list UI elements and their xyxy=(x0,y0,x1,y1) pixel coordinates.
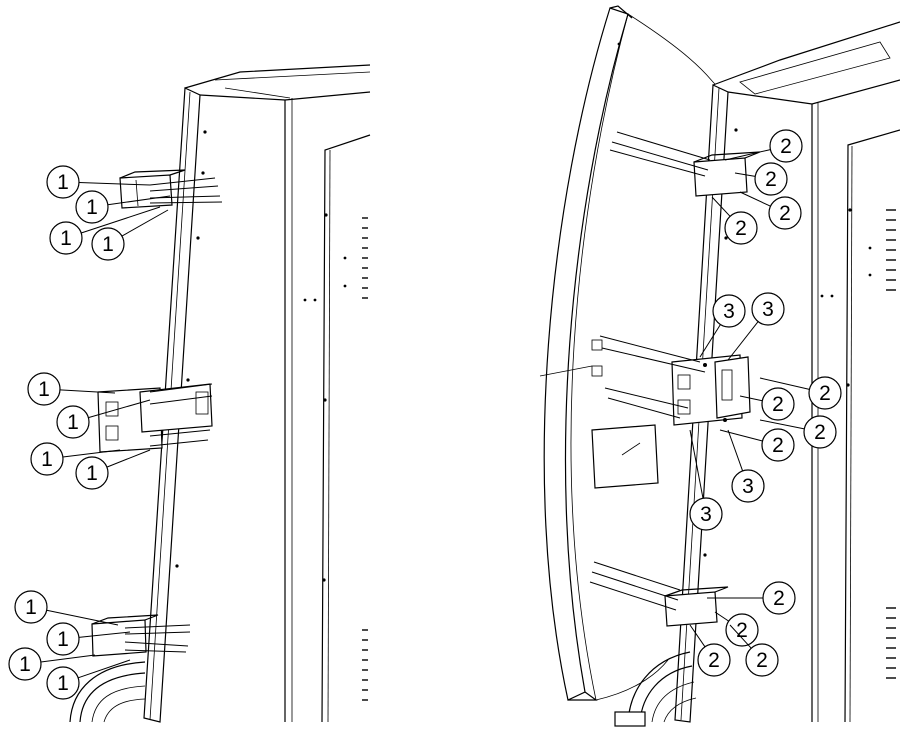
callout-number: 1 xyxy=(67,411,79,434)
callout-2: 2 xyxy=(720,429,794,461)
callout-number: 1 xyxy=(25,596,37,619)
callout-number: 1 xyxy=(86,462,98,485)
callout-number: 2 xyxy=(773,587,785,610)
callout-number: 1 xyxy=(102,233,114,256)
callout-number: 2 xyxy=(756,649,768,672)
callout-number: 1 xyxy=(38,378,50,401)
callout-number: 1 xyxy=(57,171,69,194)
callout-2: 2 xyxy=(715,612,758,646)
callout-leader-line xyxy=(760,420,804,429)
curved-side-panel xyxy=(544,8,628,700)
callout-leader-line xyxy=(725,150,770,160)
callout-number: 2 xyxy=(735,217,747,240)
callout-number: 2 xyxy=(779,202,791,225)
callout-number: 2 xyxy=(772,393,784,416)
left-wheel xyxy=(70,662,145,722)
left-bracket-bottom xyxy=(92,615,190,656)
callout-number: 3 xyxy=(742,475,754,498)
callout-2: 2 xyxy=(707,582,795,614)
callout-number: 2 xyxy=(814,421,826,444)
callout-leader-line xyxy=(728,322,758,360)
left-vents-upper xyxy=(362,218,368,298)
callout-leader-line xyxy=(720,430,763,441)
callout-number: 1 xyxy=(19,653,31,676)
callout-number: 3 xyxy=(762,298,774,321)
panel-cover-plate xyxy=(592,425,658,488)
right-bracket-top xyxy=(610,132,760,196)
callout-leader-line xyxy=(63,450,120,457)
callout-number: 3 xyxy=(700,503,712,526)
callout-number: 2 xyxy=(765,168,777,191)
callout-number: 1 xyxy=(86,196,98,219)
callout-leader-line xyxy=(728,430,743,471)
callout-number: 1 xyxy=(60,227,72,250)
callout-1: 1 xyxy=(76,450,150,489)
callout-number: 1 xyxy=(57,672,69,695)
callout-leader-line xyxy=(122,210,168,236)
callout-number: 2 xyxy=(772,434,784,457)
right-bracket-middle xyxy=(600,336,750,425)
callout-leader-line xyxy=(107,450,150,467)
right-vents-upper xyxy=(886,210,896,290)
callout-number: 2 xyxy=(780,135,792,158)
left-vents-lower xyxy=(362,630,368,700)
callout-2: 2 xyxy=(690,625,730,676)
callout-leader-line xyxy=(47,610,118,625)
callout-2: 2 xyxy=(725,130,802,162)
callout-number: 1 xyxy=(57,628,69,651)
callout-leader-line xyxy=(41,655,95,662)
left-bracket-top xyxy=(120,170,222,208)
callout-number: 3 xyxy=(723,300,735,323)
callout-number: 2 xyxy=(708,649,720,672)
callout-3: 3 xyxy=(728,430,764,502)
callout-number: 2 xyxy=(819,382,831,405)
callout-leader-line xyxy=(760,378,809,389)
right-bracket-bottom xyxy=(590,562,728,626)
left-bracket-middle xyxy=(98,384,212,452)
callout-leader-line xyxy=(78,660,130,678)
right-vents-lower xyxy=(886,608,896,678)
callout-number: 1 xyxy=(41,448,53,471)
